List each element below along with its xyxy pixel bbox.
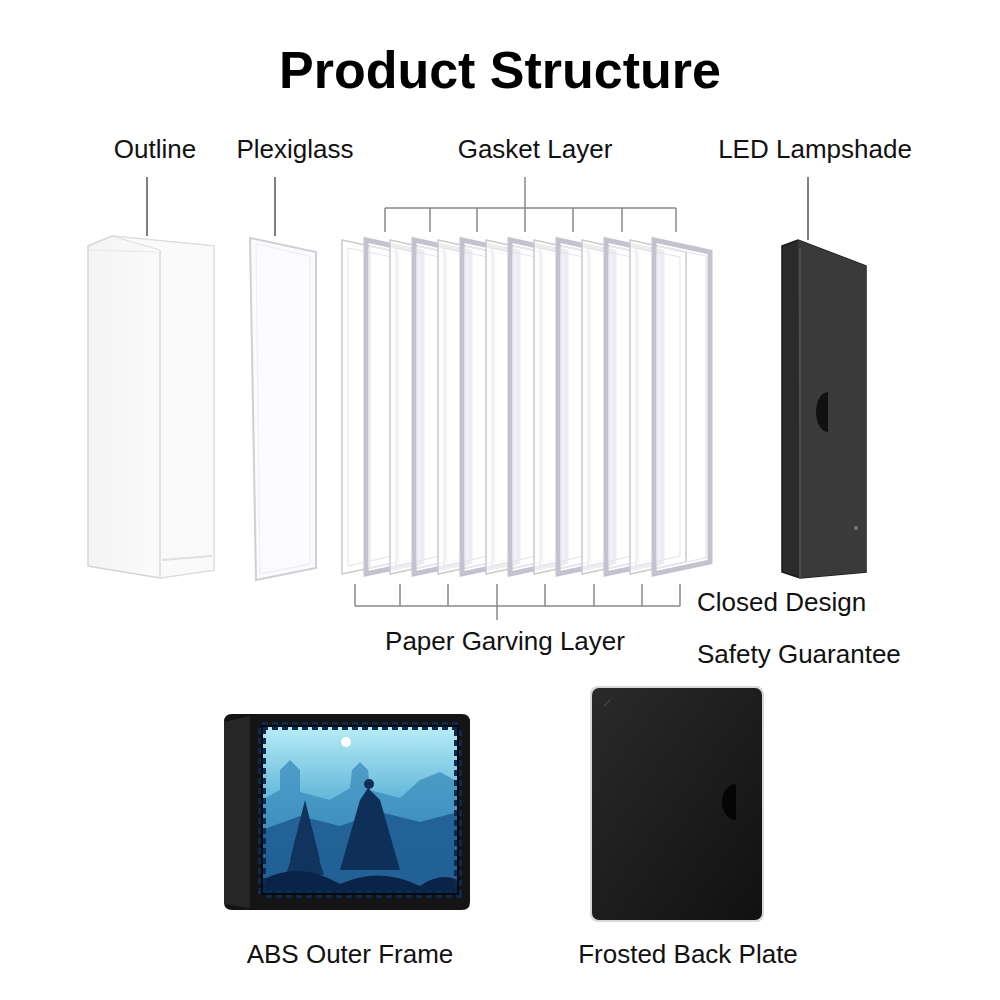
- part-label: Gasket Layer: [458, 135, 613, 165]
- part-label: Frosted Back Plate: [578, 940, 798, 970]
- part-label: Safety Guarantee: [697, 640, 901, 670]
- part-label: LED Lampshade: [718, 135, 912, 165]
- plexiglass-panel: [250, 238, 316, 580]
- leader-line: [807, 177, 809, 240]
- outline-housing: [88, 236, 214, 578]
- part-label: Outline: [114, 135, 196, 165]
- abs-frame-product: [224, 714, 470, 910]
- part-label: ABS Outer Frame: [247, 940, 454, 970]
- leader-line: [274, 177, 276, 236]
- led-lampshade: [782, 240, 866, 578]
- layer-stack: [342, 240, 710, 574]
- gasket-bracket: [385, 177, 676, 232]
- part-label: Paper Garving Layer: [385, 627, 625, 657]
- paper-bracket: [355, 584, 680, 620]
- leader-line: [146, 177, 148, 236]
- title: Product Structure: [279, 40, 721, 100]
- frosted-back-plate: [590, 686, 764, 922]
- part-label: Plexiglass: [236, 135, 353, 165]
- part-label: Closed Design: [697, 588, 866, 618]
